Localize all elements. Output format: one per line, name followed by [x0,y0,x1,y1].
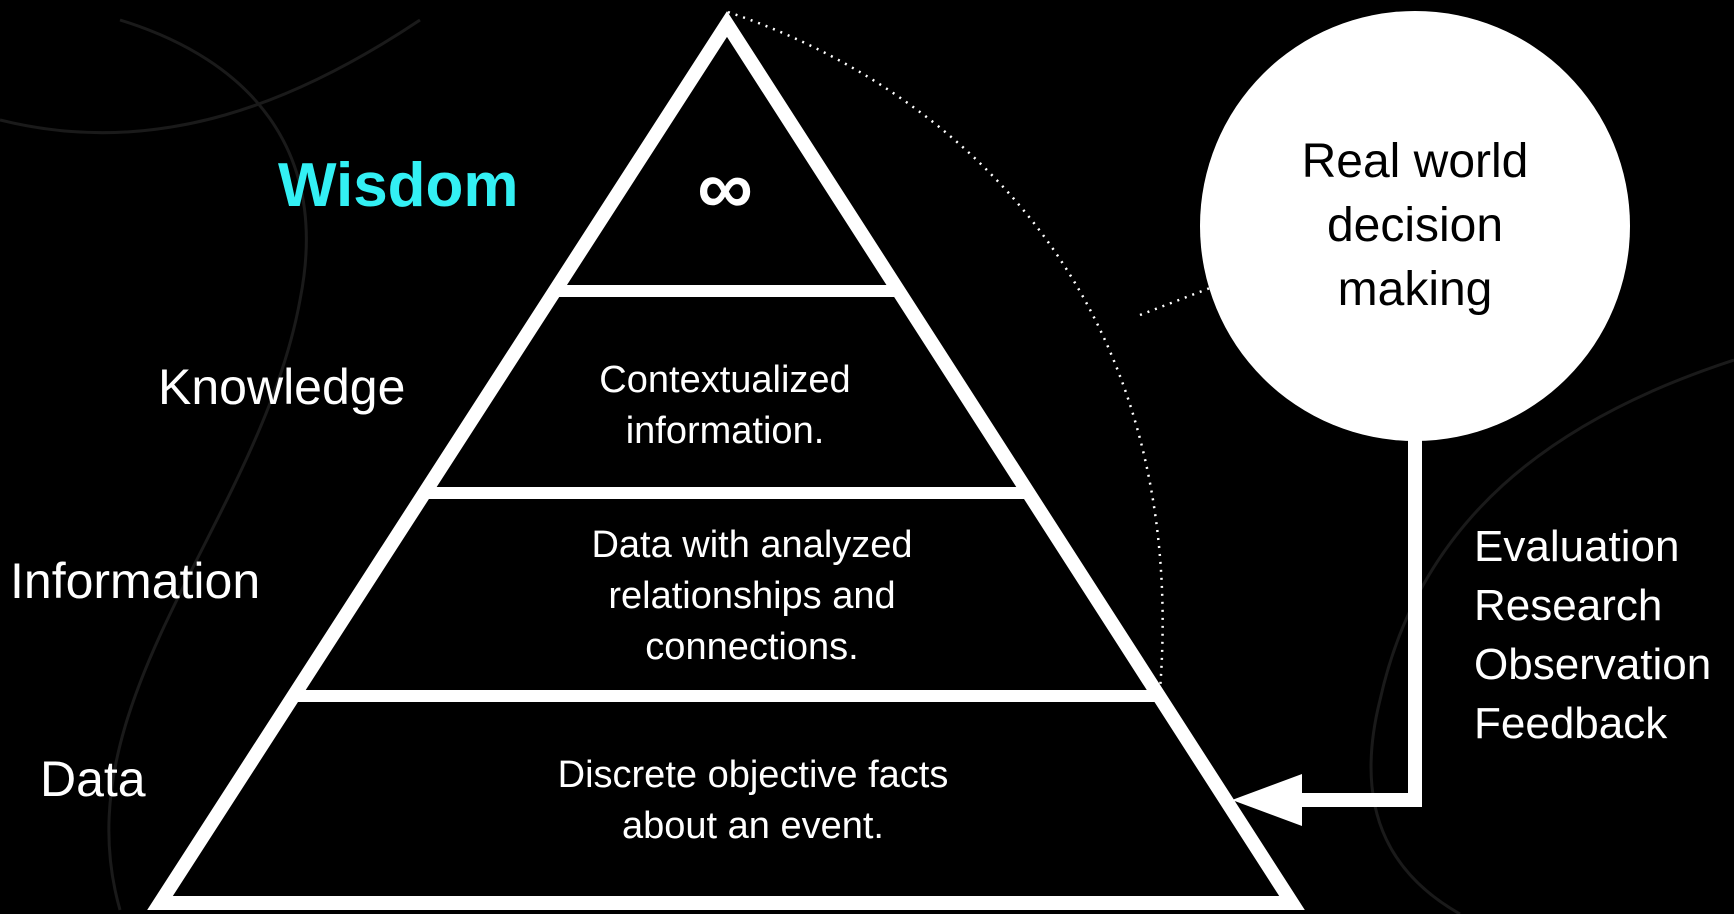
information-description: Data with analyzed relationships and con… [591,524,913,668]
level-label-knowledge: Knowledge [158,359,406,415]
feedback-arrow-head [1232,774,1302,826]
background-swirls [0,18,1734,914]
pyramid-outline [147,11,1305,910]
level-label-information: Information [10,553,261,609]
dotted-connector-to-circle [1139,286,1211,317]
infinity-symbol: ∞ [697,143,753,231]
feedback-arrow-line [1300,438,1422,807]
feedback-item-observation: Observation [1474,640,1712,689]
knowledge-description: Contextualized information. [599,359,851,452]
feedback-item-feedback: Feedback [1474,699,1668,748]
data-description: Discrete objective facts about an event. [557,754,949,847]
dotted-feedback-curve [727,10,1164,691]
feedback-item-evaluation: Evaluation [1474,522,1680,571]
decision-circle-text: Real world decision making [1301,135,1529,316]
feedback-item-research: Research [1474,581,1663,630]
level-label-data: Data [40,751,146,807]
feedback-list: Evaluation Research Observation Feedback [1474,517,1711,753]
level-label-wisdom: Wisdom [278,151,519,220]
decision-circle [1200,11,1630,441]
